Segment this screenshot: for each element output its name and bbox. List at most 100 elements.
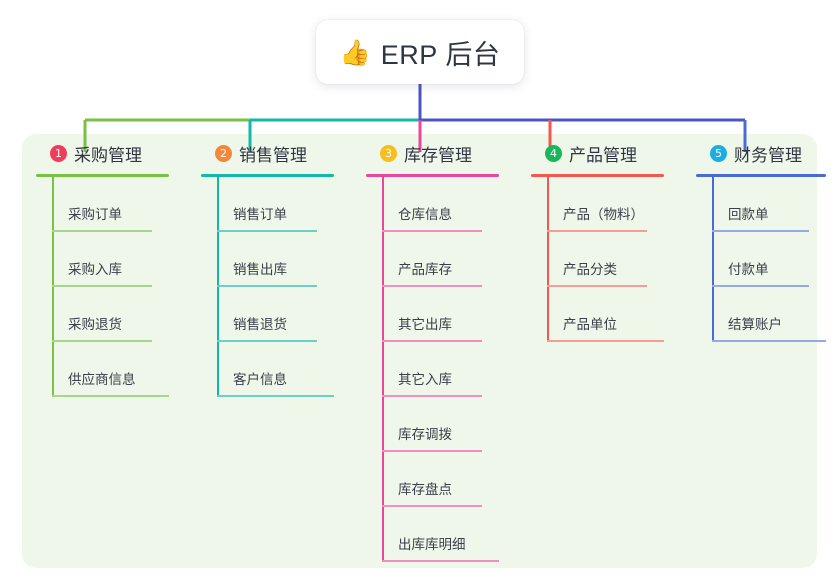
leaf-item[interactable]: 产品分类 [547, 232, 664, 287]
branch-title: 产品管理 [569, 145, 637, 165]
leaf-item-label: 客户信息 [233, 372, 287, 387]
diagram-background-panel [22, 134, 817, 568]
branch-items: 回款单付款单结算账户 [712, 177, 826, 342]
leaf-item-underline [382, 340, 482, 342]
leaf-item[interactable]: 其它入库 [382, 342, 499, 397]
leaf-item[interactable]: 出库库明细 [382, 507, 499, 562]
branch-underline [201, 174, 334, 177]
branch-title: 采购管理 [74, 145, 142, 165]
leaf-item[interactable]: 销售退货 [217, 287, 334, 342]
leaf-item-underline [217, 230, 317, 232]
leaf-item[interactable]: 采购订单 [52, 177, 169, 232]
leaf-item-label: 库存盘点 [398, 482, 452, 497]
leaf-item-label: 产品库存 [398, 262, 452, 277]
branch-columns: 1 采购管理采购订单采购入库采购退货供应商信息 2 销售管理销售订单销售出库销售退货客… [22, 134, 826, 568]
branch-underline [696, 174, 826, 177]
leaf-item[interactable]: 其它出库 [382, 287, 499, 342]
leaf-item[interactable]: 销售出库 [217, 232, 334, 287]
leaf-item-label: 仓库信息 [398, 207, 452, 222]
branch-items: 仓库信息产品库存其它出库其它入库库存调拨库存盘点出库库明细 [382, 177, 499, 562]
branch-trunk-line [382, 177, 384, 562]
leaf-item-underline [547, 340, 664, 342]
leaf-item[interactable]: 供应商信息 [52, 342, 169, 397]
branch-trunk-line [712, 177, 714, 342]
branch-trunk-line [52, 177, 54, 397]
branch-title: 库存管理 [404, 145, 472, 165]
branch-column-3: 3 库存管理仓库信息产品库存其它出库其它入库库存调拨库存盘点出库库明细 [366, 134, 499, 562]
branch-column-2: 2 销售管理销售订单销售出库销售退货客户信息 [201, 134, 334, 397]
leaf-item-underline [217, 340, 317, 342]
leaf-item-underline [712, 285, 809, 287]
branch-underline [366, 174, 499, 177]
branch-items: 采购订单采购入库采购退货供应商信息 [52, 177, 169, 397]
branch-header-4[interactable]: 4 产品管理 [531, 134, 664, 172]
leaf-item[interactable]: 回款单 [712, 177, 826, 232]
leaf-item-underline [52, 230, 152, 232]
branch-number-badge: 1 [50, 144, 67, 162]
leaf-item-underline [382, 395, 482, 397]
branch-header-1[interactable]: 1 采购管理 [36, 134, 169, 172]
leaf-item[interactable]: 产品库存 [382, 232, 499, 287]
branch-header-2[interactable]: 2 销售管理 [201, 134, 334, 172]
branch-underline [36, 174, 169, 177]
leaf-item-underline [382, 230, 482, 232]
leaf-item-underline [382, 450, 482, 452]
leaf-item[interactable]: 产品单位 [547, 287, 664, 342]
leaf-item-label: 产品分类 [563, 262, 617, 277]
leaf-item-underline [382, 505, 482, 507]
branch-trunk-line [547, 177, 549, 342]
branch-trunk-line [217, 177, 219, 397]
leaf-item[interactable]: 采购入库 [52, 232, 169, 287]
leaf-item-label: 采购订单 [68, 207, 122, 222]
branch-column-5: 5 财务管理回款单付款单结算账户 [696, 134, 826, 342]
leaf-item[interactable]: 客户信息 [217, 342, 334, 397]
root-node-title: ERP 后台 [380, 39, 501, 70]
leaf-item[interactable]: 库存盘点 [382, 452, 499, 507]
leaf-item-label: 产品单位 [563, 317, 617, 332]
branch-number-badge: 4 [545, 144, 562, 162]
leaf-item-underline [217, 395, 334, 397]
leaf-item-label: 其它出库 [398, 317, 452, 332]
leaf-item-underline [217, 285, 317, 287]
leaf-item-label: 产品（物料） [563, 207, 644, 222]
leaf-item-underline [547, 230, 647, 232]
leaf-item-underline [52, 395, 169, 397]
leaf-item-underline [712, 230, 809, 232]
leaf-item-underline [52, 340, 152, 342]
branch-title: 财务管理 [734, 145, 802, 165]
branch-column-4: 4 产品管理产品（物料） 产品分类产品单位 [531, 134, 664, 342]
leaf-item-label: 库存调拨 [398, 427, 452, 442]
leaf-item[interactable]: 销售订单 [217, 177, 334, 232]
leaf-item-underline [382, 285, 482, 287]
branch-number-badge: 5 [710, 144, 727, 162]
leaf-item-label: 销售退货 [233, 317, 287, 332]
branch-title: 销售管理 [239, 145, 307, 165]
leaf-item-label: 采购入库 [68, 262, 122, 277]
leaf-item[interactable]: 结算账户 [712, 287, 826, 342]
branch-number-badge: 3 [380, 144, 397, 162]
leaf-item-underline [52, 285, 152, 287]
leaf-item[interactable]: 付款单 [712, 232, 826, 287]
leaf-item-label: 回款单 [728, 207, 769, 222]
leaf-item-label: 供应商信息 [68, 372, 136, 387]
leaf-item-label: 其它入库 [398, 372, 452, 387]
branch-column-1: 1 采购管理采购订单采购入库采购退货供应商信息 [36, 134, 169, 397]
branch-header-5[interactable]: 5 财务管理 [696, 134, 826, 172]
leaf-item-label: 采购退货 [68, 317, 122, 332]
thumbs-up-icon: 👍 [339, 37, 371, 67]
leaf-item-underline [547, 285, 647, 287]
leaf-item[interactable]: 库存调拨 [382, 397, 499, 452]
leaf-item-label: 付款单 [728, 262, 769, 277]
branch-items: 销售订单销售出库销售退货客户信息 [217, 177, 334, 397]
leaf-item[interactable]: 产品（物料） [547, 177, 664, 232]
leaf-item[interactable]: 采购退货 [52, 287, 169, 342]
leaf-item-label: 销售订单 [233, 207, 287, 222]
leaf-item-label: 销售出库 [233, 262, 287, 277]
root-node-card[interactable]: 👍 ERP 后台 [316, 20, 524, 84]
branch-items: 产品（物料） 产品分类产品单位 [547, 177, 664, 342]
branch-header-3[interactable]: 3 库存管理 [366, 134, 499, 172]
leaf-item[interactable]: 仓库信息 [382, 177, 499, 232]
branch-number-badge: 2 [215, 144, 232, 162]
branch-underline [531, 174, 664, 177]
